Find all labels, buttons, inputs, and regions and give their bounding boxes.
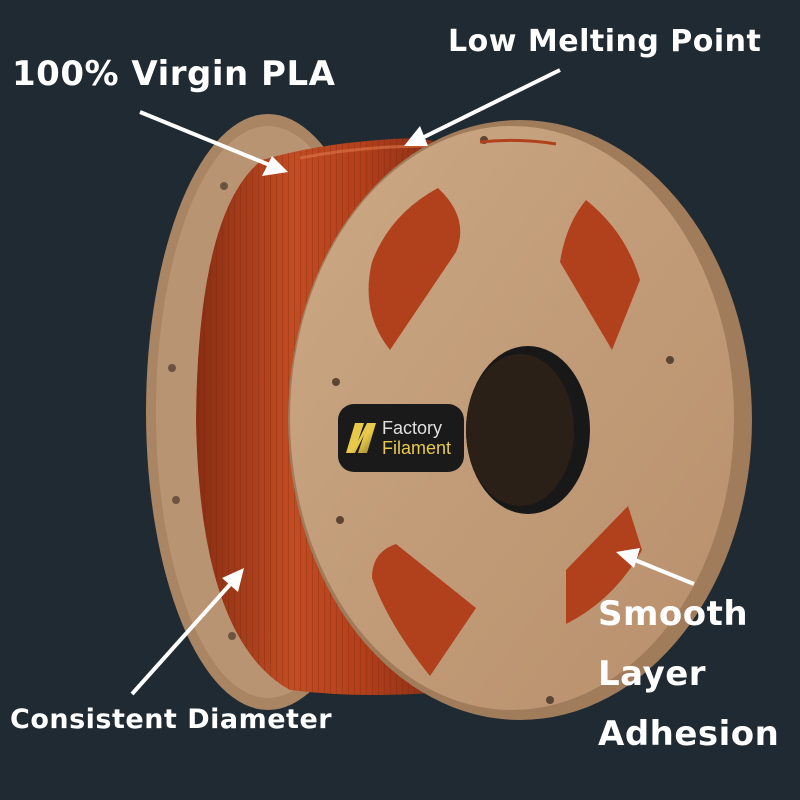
arrow-consistent-diameter-head [222, 568, 244, 592]
brand-name-line1: Factory [382, 418, 443, 438]
brand-name-line2: Filament [382, 438, 452, 458]
arrow-smooth-layer-head [616, 548, 640, 568]
arrow-virgin-pla-head [262, 156, 288, 176]
arrow-smooth-layer [629, 556, 695, 586]
callout-arrows [130, 68, 695, 696]
callout-low-melting-point: Low Melting Point [448, 24, 762, 59]
arrow-consistent-diameter [130, 578, 236, 696]
callout-consistent-diameter: Consistent Diameter [10, 704, 333, 735]
callout-smooth-layer-adhesion: Smooth Layer Adhesion [598, 584, 779, 764]
callout-adhesion-line: Adhesion [598, 714, 780, 754]
arrow-virgin-pla [139, 110, 273, 168]
brand-sticker: Factory Filament [338, 404, 464, 472]
callout-smooth-line: Smooth [598, 594, 749, 634]
callout-layer-line: Layer [598, 654, 707, 694]
front-flange [288, 120, 752, 720]
brand-logo-icon [346, 423, 376, 453]
arrow-low-melting-head [404, 126, 428, 146]
arrow-low-melting [417, 68, 561, 142]
callout-virgin-pla: 100% Virgin PLA [12, 54, 336, 94]
